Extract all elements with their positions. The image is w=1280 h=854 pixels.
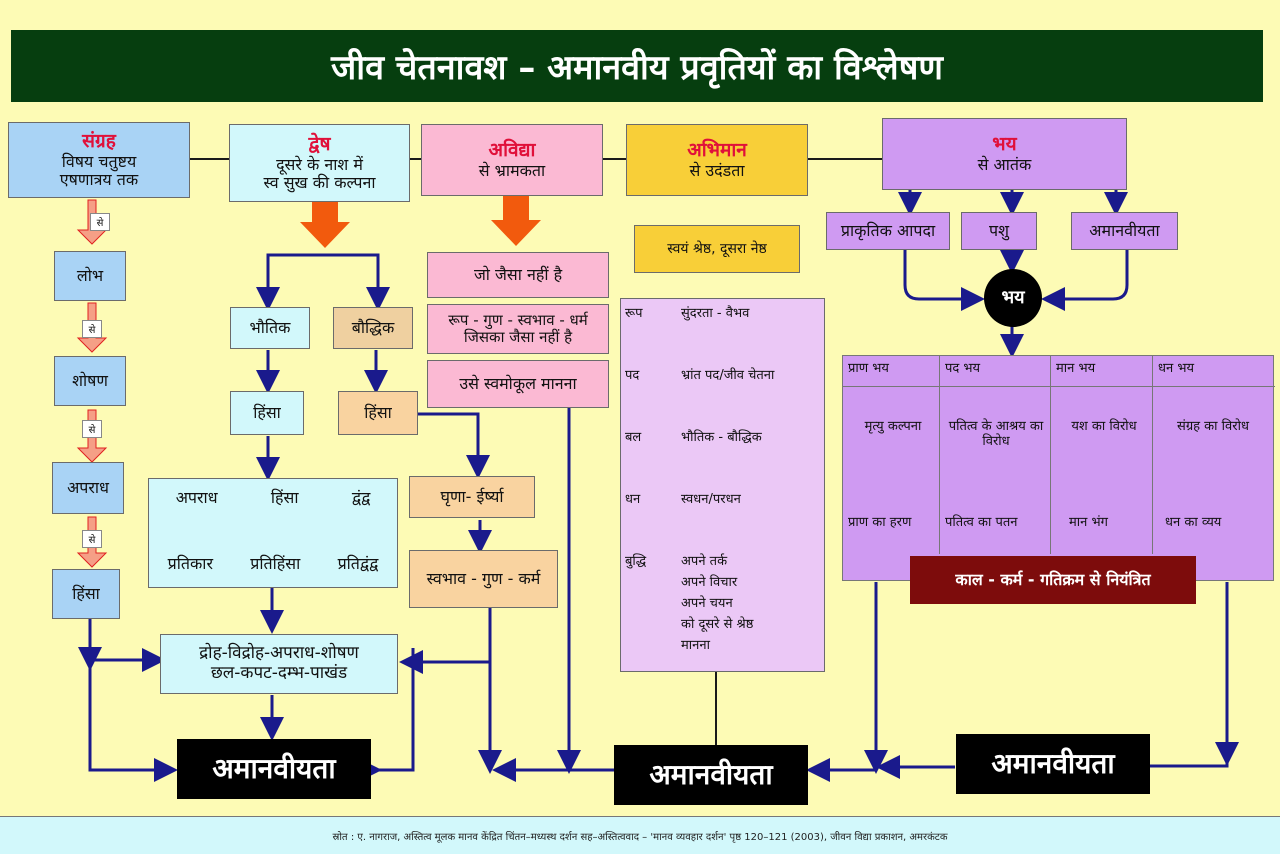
abhiman-val: भौतिक - बौद्धिक	[681, 430, 762, 445]
avidya-line1: से भ्रामकता	[478, 160, 546, 180]
roop-line2: जिसका जैसा नहीं है	[463, 328, 573, 346]
droh-line1: द्रोह-विद्रोह-अपराध-शोषण	[199, 643, 359, 664]
abhiman-val: स्वधन/परधन	[681, 492, 741, 507]
buddhi-line: अपने विचार	[681, 575, 738, 590]
bottom-row-item: प्रतिद्वंद्व	[337, 554, 379, 573]
amanaviyata-left: अमानवीयता	[177, 739, 371, 799]
bhay-table: प्राण भय पद भय मान भय धन भय मृत्यु कल्पन…	[842, 355, 1275, 581]
bhay-line1: से आतंक	[977, 154, 1032, 174]
top-row-item: हिंसा	[270, 488, 299, 507]
avidya-box: अविद्या से भ्रामकता	[421, 124, 603, 196]
abhiman-key: बल	[625, 430, 642, 445]
bhay-col-bottom: मान भंग	[1069, 515, 1108, 530]
chain-hinsa: हिंसा	[52, 569, 120, 619]
se-label-3: से	[82, 420, 102, 438]
bhay-source-2: पशु	[961, 212, 1037, 250]
kaal-box: काल - कर्म - गतिक्रम से नियंत्रित	[910, 556, 1196, 604]
top-row-item: अपराध	[175, 488, 218, 507]
amanaviyata-center: अमानवीयता	[614, 745, 808, 805]
buddhi-line: मानना	[681, 638, 710, 653]
abhiman-list-box: रूप सुंदरता - वैभव पद भ्रांत पद/जीव चेतन…	[620, 298, 825, 672]
bhay-head: भय	[992, 132, 1017, 155]
bhay-source-1: प्राकृतिक आपदा	[826, 212, 950, 250]
hinsa-box-1: हिंसा	[230, 391, 304, 435]
se-label-2: से	[82, 320, 102, 338]
pratikar-box: अपराध हिंसा द्वंद्व प्रतिकार प्रतिहिंसा …	[148, 478, 398, 588]
abhiman-val: अपने तर्क	[681, 554, 728, 569]
buddhi-line: अपने चयन	[681, 596, 733, 611]
page-title: जीव चेतनावश – अमानवीय प्रवृतियों का विश्…	[11, 30, 1263, 102]
dwesh-line2: स्व सुख की कल्पना	[263, 172, 376, 192]
sangrah-box: संग्रह विषय चतुष्टय एषणात्रय तक	[8, 122, 190, 198]
chain-lobh: लोभ	[54, 251, 126, 301]
bhay-box: भय से आतंक	[882, 118, 1127, 190]
chain-shoshan: शोषण	[54, 356, 126, 406]
buddhi-line: को दूसरे से श्रेष्ठ	[681, 617, 754, 632]
amanaviyata-right: अमानवीयता	[956, 734, 1150, 794]
bhay-col-bottom: धन का व्यय	[1165, 515, 1222, 530]
bottom-row-item: प्रतिकार	[167, 554, 213, 573]
hinsa-box-2: हिंसा	[338, 391, 418, 435]
bhautik-box: भौतिक	[230, 307, 310, 349]
abhiman-box: अभिमान से उदंडता	[626, 124, 808, 196]
bauddhik-box: बौद्धिक	[333, 307, 413, 349]
se-label-4: से	[82, 530, 102, 548]
se-label-1: से	[90, 213, 110, 231]
dwesh-box: द्वेष दूसरे के नाश में स्व सुख की कल्पना	[229, 124, 410, 202]
bhay-col-head: पद भय	[945, 361, 981, 376]
sangrah-line2: एषणात्रय तक	[59, 169, 139, 189]
abhiman-key: पद	[625, 368, 640, 383]
droh-box: द्रोह-विद्रोह-अपराध-शोषण छल-कपट-दम्भ-पाख…	[160, 634, 398, 694]
abhiman-val: भ्रांत पद/जीव चेतना	[681, 368, 775, 383]
bhay-col-bottom: प्राण का हरण	[848, 515, 912, 530]
abhiman-val: सुंदरता - वैभव	[681, 306, 750, 321]
bhay-col-head: मान भय	[1056, 361, 1096, 376]
bhay-col-mid: पतित्व के आश्रय का विरोध	[948, 419, 1044, 449]
abhiman-head: अभिमान	[687, 138, 747, 161]
abhiman-key: बुद्धि	[625, 554, 647, 569]
roop-box: रूप - गुण - स्वभाव - धर्म जिसका जैसा नही…	[427, 304, 609, 354]
jo-jaisa-box: जो जैसा नहीं है	[427, 252, 609, 298]
bhay-col-bottom: पतित्व का पतन	[945, 515, 1018, 530]
bhay-source-3: अमानवीयता	[1071, 212, 1178, 250]
abhiman-line1: से उदंडता	[689, 160, 745, 180]
chain-apradh: अपराध	[52, 462, 124, 514]
bhay-col-head: प्राण भय	[848, 361, 889, 376]
use-box: उसे स्वमोकूल मानना	[427, 360, 609, 408]
sangrah-head: संग्रह	[82, 129, 116, 152]
dwesh-line1: दूसरे के नाश में	[276, 154, 363, 174]
top-row-item: द्वंद्व	[351, 488, 371, 507]
sangrah-line1: विषय चतुष्टय	[61, 151, 137, 171]
bhay-col-head: धन भय	[1158, 361, 1195, 376]
droh-line2: छल-कपट-दम्भ-पाखंड	[210, 663, 348, 683]
roop-line1: रूप - गुण - स्वभाव - धर्म	[448, 310, 588, 329]
bhay-col-mid: संग्रह का विरोध	[1177, 419, 1249, 434]
source-footer: स्रोत : ए. नागराज, अस्तित्व मूलक मानव के…	[0, 816, 1280, 854]
abhiman-key: रूप	[625, 306, 643, 321]
abhiman-key: धन	[625, 492, 641, 507]
avidya-head: अविद्या	[488, 138, 536, 161]
bottom-row-item: प्रतिहिंसा	[250, 554, 301, 573]
svabhav-box: स्वभाव - गुण - कर्म	[409, 550, 558, 608]
bhay-circle: भय	[984, 269, 1042, 327]
dwesh-head: द्वेष	[308, 132, 331, 155]
ghrina-box: घृणा- ईर्ष्या	[409, 476, 535, 518]
bhay-col-mid: मृत्यु कल्पना	[864, 419, 922, 434]
svayam-box: स्वयं श्रेष्ठ, दूसरा नेष्ठ	[634, 225, 800, 273]
bhay-col-mid: यश का विरोध	[1071, 419, 1137, 434]
